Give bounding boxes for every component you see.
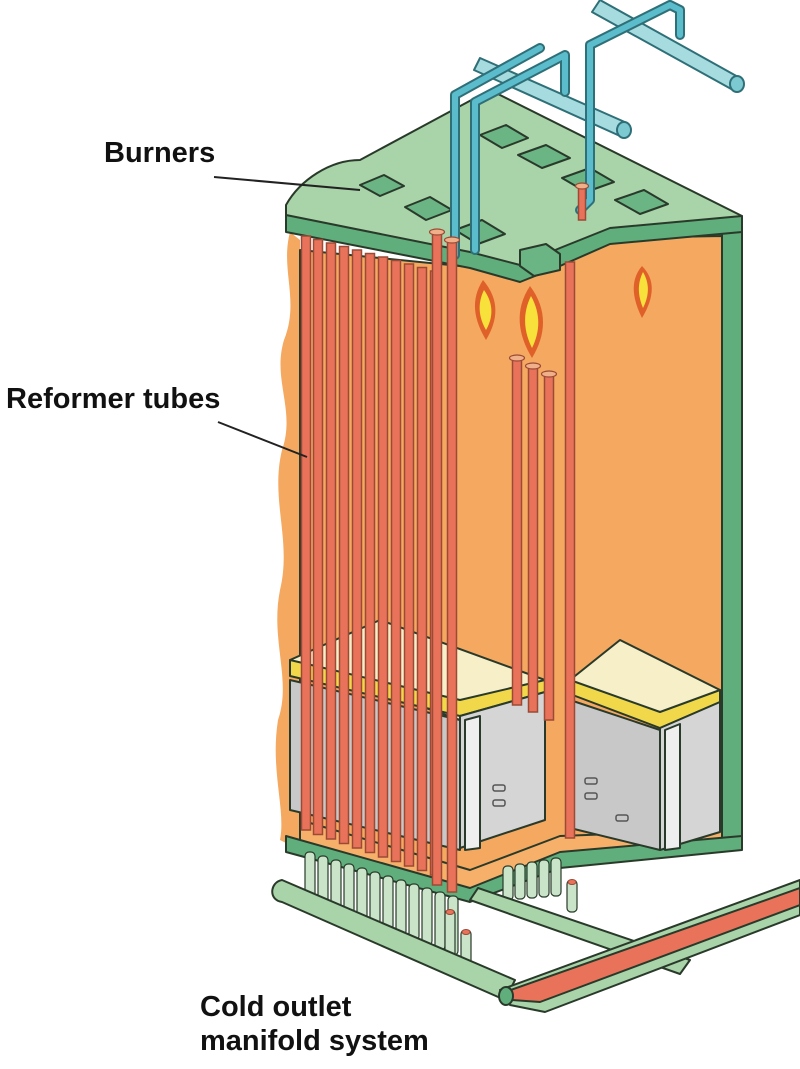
reformer-tube <box>364 252 376 854</box>
flames <box>474 266 652 358</box>
outlet-pigtail <box>421 887 433 946</box>
reformer-tube <box>508 354 526 706</box>
reformer-tubes-leader <box>217 421 308 458</box>
pigtail-opening <box>445 909 455 915</box>
burners-leader <box>213 176 361 191</box>
reformer-tube <box>325 242 337 840</box>
casing-right-wall <box>721 221 743 847</box>
reformer-tube <box>403 263 415 867</box>
reformer-tube <box>390 259 402 863</box>
reformer-tube <box>443 236 461 893</box>
reformer-tube <box>524 362 542 713</box>
reformer-tube <box>564 261 576 839</box>
outlet-pigtail <box>382 875 394 931</box>
burner-pad <box>517 144 571 169</box>
burner-pad <box>614 189 669 215</box>
reformer-tube <box>312 238 324 836</box>
pigtail-opening <box>461 929 471 935</box>
reformer-tubes <box>300 182 590 893</box>
reformer-tube <box>540 370 558 721</box>
feed-pipe-drops <box>450 0 685 260</box>
feed-header-back <box>591 0 741 91</box>
burner-pad <box>479 124 529 149</box>
manifold-header-left <box>271 879 516 1001</box>
outlet-pigtail <box>538 859 550 898</box>
reformer-tube <box>351 249 363 849</box>
manifold-label-line-1: Cold outlet <box>200 991 352 1023</box>
outlet-pigtail <box>408 883 420 941</box>
outlet-pigtail <box>369 871 381 926</box>
transfer-line-hot <box>504 887 800 1003</box>
pigtail-opening <box>567 879 577 885</box>
outlet-pigtail <box>514 863 526 900</box>
outlet-pigtail <box>434 891 446 951</box>
outlet-pigtails <box>304 851 578 969</box>
outlet-pigtail <box>526 861 538 899</box>
cold-outlet-manifold <box>271 879 800 1013</box>
flame <box>474 280 496 340</box>
outlet-pigtail <box>395 879 407 936</box>
roof-notch <box>519 243 561 277</box>
manifold-label-line-2: manifold system <box>200 1025 429 1057</box>
burners-label: Burners <box>104 137 216 169</box>
reformer-tube <box>300 235 312 831</box>
reformer-tube <box>428 228 446 886</box>
leader-lines <box>213 176 361 458</box>
flame <box>633 266 652 318</box>
reformer-tube <box>377 256 389 858</box>
tunnel-peepholes <box>492 777 629 822</box>
cold-outlet-manifold-label: Cold outlet manifold system <box>200 990 429 1058</box>
reformer-tubes-label: Reformer tubes <box>6 383 221 415</box>
reformer-tube <box>574 182 590 221</box>
tunnel-pillar <box>664 723 681 851</box>
flame <box>519 286 543 358</box>
reformer-tube <box>416 266 428 872</box>
burner-pad <box>359 174 405 197</box>
tunnel-pillar <box>464 715 481 851</box>
outlet-pigtail <box>550 857 562 897</box>
outlet-pigtail <box>502 865 514 901</box>
reformer-tube <box>338 245 350 845</box>
